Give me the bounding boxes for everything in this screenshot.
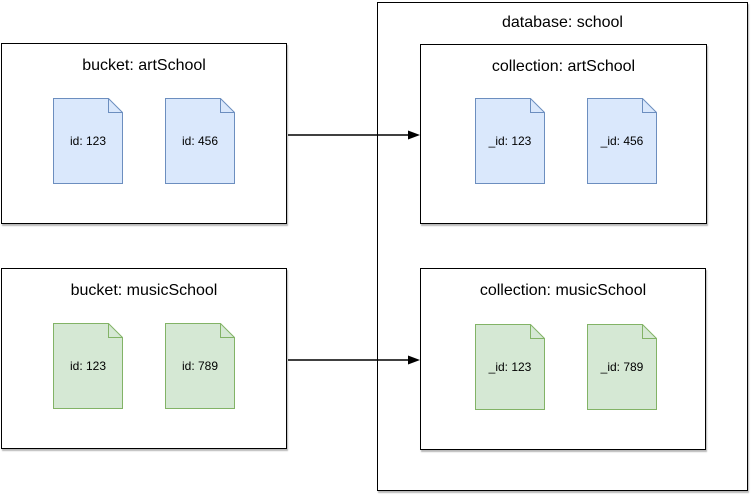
document-id-label: _id: 456 — [600, 134, 644, 148]
document-id-label: id: 456 — [181, 134, 219, 148]
bucket-artschool-box: bucket: artSchool id: 123 id: 456 — [1, 43, 287, 224]
document-node: id: 123 — [53, 323, 123, 409]
bucket-musicschool-box: bucket: musicSchool id: 123 id: 789 — [1, 268, 287, 449]
document-icon — [53, 323, 123, 409]
document-icon — [165, 98, 235, 184]
collection-musicschool-title: collection: musicSchool — [479, 282, 647, 299]
document-node: _id: 789 — [587, 324, 657, 410]
document-icon — [587, 98, 657, 184]
bucket-musicschool-title: bucket: musicSchool — [70, 282, 218, 299]
document-node: _id: 123 — [475, 98, 545, 184]
document-icon — [475, 324, 545, 410]
collection-artschool-box: collection: artSchool _id: 123 _id: 456 — [420, 44, 707, 224]
document-icon — [587, 324, 657, 410]
database-school-box: database: school collection: artSchool _… — [377, 2, 748, 491]
bucket-artschool-title: bucket: artSchool — [82, 57, 206, 74]
document-icon — [475, 98, 545, 184]
collection-musicschool-box: collection: musicSchool _id: 123 _id: 78… — [420, 268, 706, 450]
document-id-label: _id: 123 — [488, 360, 532, 374]
document-icon — [53, 98, 123, 184]
document-id-label: _id: 123 — [488, 134, 532, 148]
document-icon — [165, 323, 235, 409]
database-school-title: database: school — [502, 14, 623, 31]
document-node: id: 456 — [165, 98, 235, 184]
document-node: id: 789 — [165, 323, 235, 409]
document-id-label: id: 789 — [181, 359, 219, 373]
document-id-label: _id: 789 — [600, 360, 644, 374]
document-node: _id: 123 — [475, 324, 545, 410]
document-node: id: 123 — [53, 98, 123, 184]
document-id-label: id: 123 — [69, 359, 107, 373]
document-node: _id: 456 — [587, 98, 657, 184]
document-id-label: id: 123 — [69, 134, 107, 148]
collection-artschool-title: collection: artSchool — [491, 58, 636, 75]
